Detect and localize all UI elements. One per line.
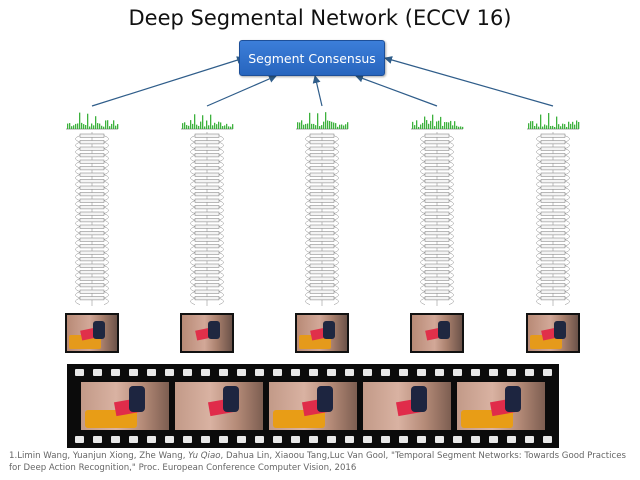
arrow-segment-5 xyxy=(384,56,554,107)
film-perforation xyxy=(129,369,138,376)
film-perforation xyxy=(327,436,336,443)
film-perforation xyxy=(75,369,84,376)
film-perforation xyxy=(93,369,102,376)
film-perforation xyxy=(273,369,282,376)
class-score-plot-2 xyxy=(181,114,234,130)
film-perforation xyxy=(525,436,534,443)
film-perforation xyxy=(525,369,534,376)
film-perforation xyxy=(453,369,462,376)
film-perforation xyxy=(165,436,174,443)
film-perforation xyxy=(381,369,390,376)
film-frame-4 xyxy=(363,382,451,430)
film-perforation xyxy=(345,436,354,443)
film-perforation xyxy=(291,369,300,376)
convnet-1 xyxy=(75,132,109,306)
film-perforation xyxy=(381,436,390,443)
film-perforation xyxy=(273,436,282,443)
film-perforation xyxy=(309,436,318,443)
film-frame-5 xyxy=(457,382,545,430)
film-perforation xyxy=(93,436,102,443)
film-perforation xyxy=(435,369,444,376)
film-perforation xyxy=(237,369,246,376)
film-perforation xyxy=(165,369,174,376)
film-perforation xyxy=(183,369,192,376)
arrow-segment-1 xyxy=(91,56,245,107)
film-perforation xyxy=(129,436,138,443)
segment-snippet-1 xyxy=(65,313,119,353)
film-perforation xyxy=(417,369,426,376)
class-score-plot-1 xyxy=(66,112,119,130)
segment-snippet-5 xyxy=(526,313,580,353)
film-perforation xyxy=(543,369,552,376)
film-perforation xyxy=(399,369,408,376)
film-perforation xyxy=(363,369,372,376)
film-perforation xyxy=(489,436,498,443)
film-perforation xyxy=(183,436,192,443)
segment-snippet-4 xyxy=(410,313,464,353)
film-perforation xyxy=(435,436,444,443)
segment-consensus-box: Segment Consensus xyxy=(239,40,385,76)
segment-snippet-2 xyxy=(180,313,234,353)
film-perforation xyxy=(345,369,354,376)
film-perforation xyxy=(219,369,228,376)
film-perforation xyxy=(471,436,480,443)
segment-snippet-3 xyxy=(295,313,349,353)
film-perforation xyxy=(453,436,462,443)
citation-suffix: , Dahua Lin, Xiaoou Tang,Luc Van Gool, "… xyxy=(9,451,626,473)
film-frame-1 xyxy=(81,382,169,430)
film-perforation xyxy=(507,436,516,443)
film-frame-2 xyxy=(175,382,263,430)
video-film-strip xyxy=(67,364,559,448)
film-perforation xyxy=(417,436,426,443)
film-perforation xyxy=(219,436,228,443)
film-perforation xyxy=(255,436,264,443)
film-perforation xyxy=(75,436,84,443)
film-perforation xyxy=(309,369,318,376)
citation-prefix: 1.Limin Wang, Yuanjun Xiong, Zhe Wang, xyxy=(9,451,189,461)
diagram-graphics xyxy=(66,56,580,306)
film-perforation xyxy=(507,369,516,376)
film-perforation xyxy=(201,436,210,443)
class-score-plot-5 xyxy=(527,113,580,130)
film-perforation xyxy=(255,369,264,376)
film-perforation xyxy=(237,436,246,443)
slide-title: Deep Segmental Network (ECCV 16) xyxy=(128,6,512,30)
class-score-plot-4 xyxy=(411,114,464,130)
film-perforation xyxy=(291,436,300,443)
citation: 1.Limin Wang, Yuanjun Xiong, Zhe Wang, Y… xyxy=(9,450,634,474)
arrow-segment-4 xyxy=(355,74,438,107)
film-perforation xyxy=(111,369,120,376)
convnet-2 xyxy=(190,132,224,306)
film-perforation xyxy=(399,436,408,443)
film-frame-3 xyxy=(269,382,357,430)
convnet-4 xyxy=(420,132,454,306)
class-score-plot-3 xyxy=(296,112,349,130)
film-perforation xyxy=(147,369,156,376)
convnet-3 xyxy=(305,132,339,306)
film-perforation xyxy=(471,369,480,376)
film-perforation xyxy=(201,369,210,376)
convnet-5 xyxy=(536,132,570,306)
arrow-segment-3 xyxy=(312,75,323,107)
film-perforation xyxy=(111,436,120,443)
film-perforation xyxy=(363,436,372,443)
film-perforation xyxy=(327,369,336,376)
citation-italic-author: Yu Qiao xyxy=(188,451,221,461)
film-perforation xyxy=(489,369,498,376)
arrow-segment-2 xyxy=(206,75,277,107)
film-perforation xyxy=(543,436,552,443)
film-perforation xyxy=(147,436,156,443)
